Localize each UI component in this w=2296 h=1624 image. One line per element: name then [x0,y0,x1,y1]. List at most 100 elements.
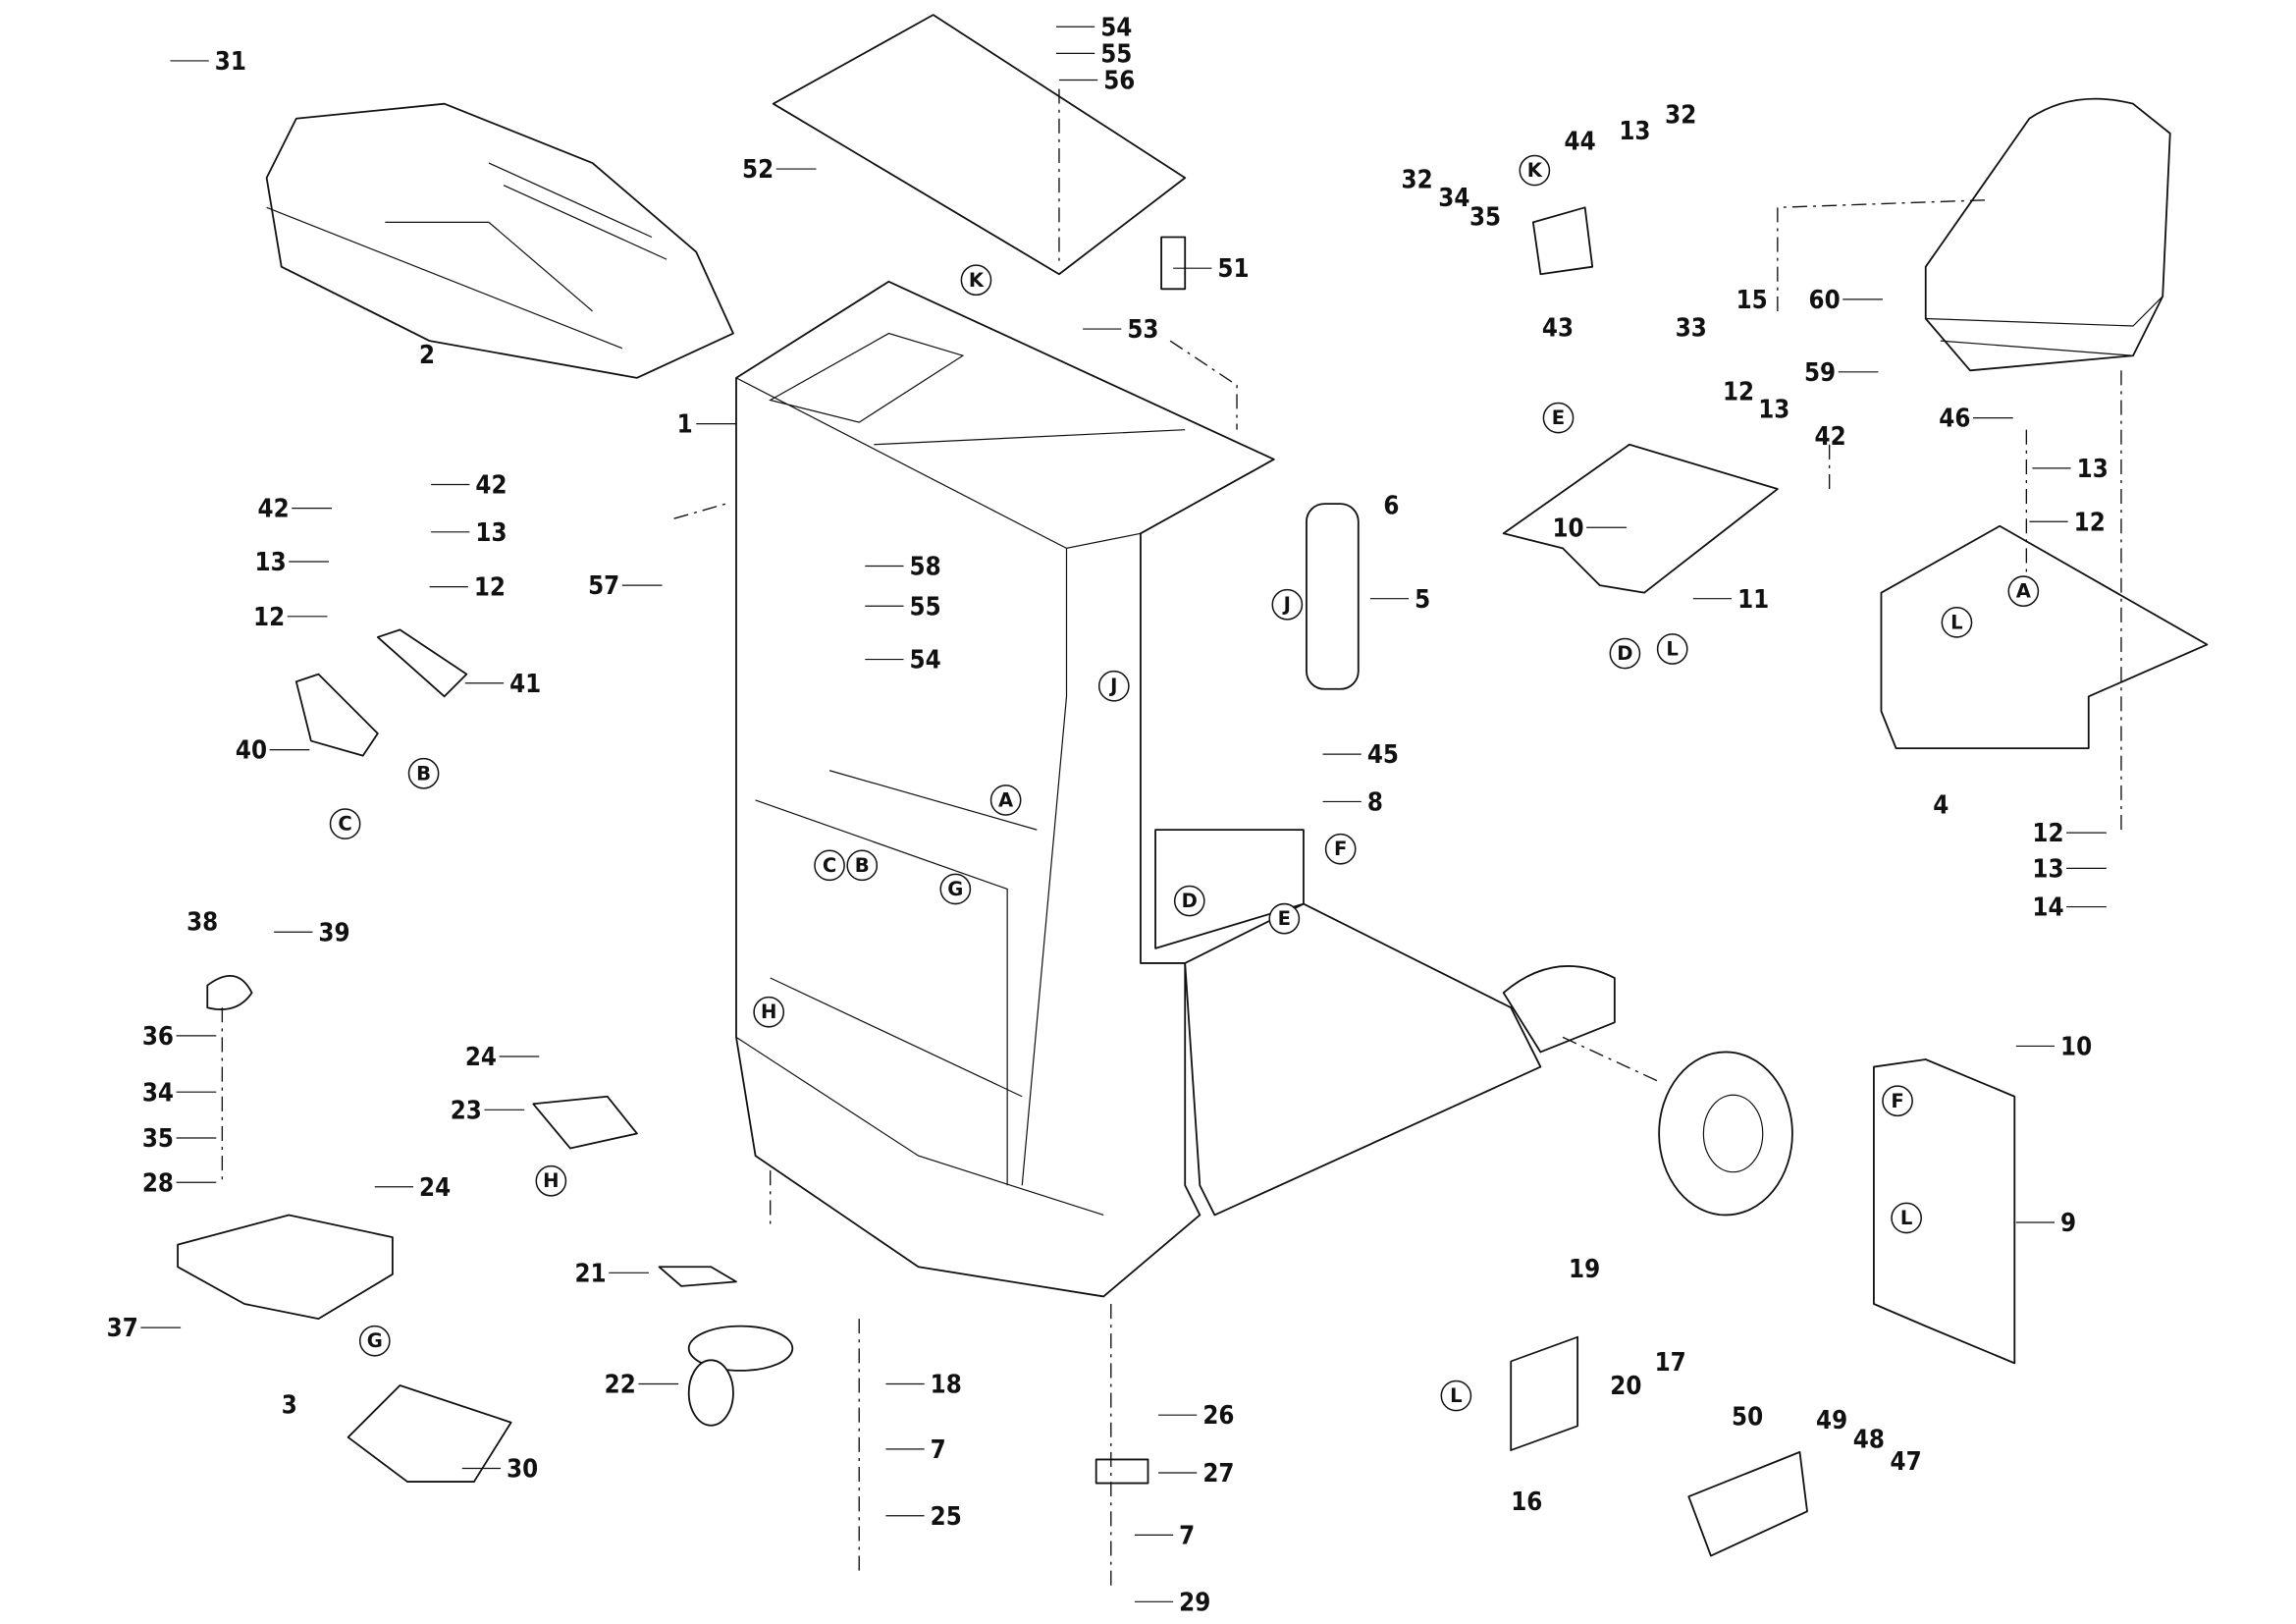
marker-circle [814,849,845,882]
marker-circle [753,996,785,1028]
callout-45: 45 [1322,740,1399,770]
callout-21: 21 [575,1259,649,1288]
reference-marker-L: L [1891,1202,1922,1234]
callout-57: 57 [588,571,663,601]
part-number-label: 22 [605,1371,636,1400]
callout-25: 25 [885,1502,962,1532]
marker-letter: H [761,1001,776,1023]
part-number-label: 30 [507,1455,538,1485]
callout-13: 13 [2032,455,2109,484]
part-number-label: 8 [1367,787,1383,817]
callout-2: 2 [419,341,435,370]
horn-switch [206,975,253,1010]
mount-plate [658,1266,737,1287]
caster-wheel [687,1325,794,1427]
part-number-label: 13 [255,548,287,577]
part-number-label: 35 [142,1124,174,1154]
part-number-label: 55 [1100,39,1132,69]
reference-marker-L: L [1656,633,1688,665]
armrest-pad [1531,206,1594,276]
part-number-label: 29 [1179,1588,1210,1617]
marker-circle [1271,588,1304,621]
callout-42: 42 [258,495,333,524]
marker-circle [1097,670,1130,702]
callout-1: 1 [677,410,736,440]
part-number-label: 12 [474,573,506,603]
callout-33: 33 [1676,314,1707,344]
part-number-label: 23 [451,1096,482,1125]
reference-marker-K: K [960,264,992,297]
callout-46: 46 [1939,405,2013,434]
part-number-label: 56 [1103,67,1135,96]
callout-14: 14 [2032,893,2107,923]
callout-59: 59 [1804,358,1879,388]
marker-circle [358,1325,391,1357]
reference-marker-H: H [753,996,785,1028]
floor-mat [347,1384,512,1483]
callout-29: 29 [1134,1588,1210,1617]
callout-13: 13 [431,518,507,548]
marker-circle [1324,833,1357,865]
reference-marker-L: L [1440,1380,1472,1412]
reference-marker-C: C [814,849,845,882]
marker-circle [1268,902,1301,935]
part-number-label: 32 [1665,100,1696,130]
marker-circle [1656,633,1688,665]
part-number-label: 54 [910,646,941,676]
reference-marker-K: K [1519,154,1551,187]
callout-12: 12 [2032,819,2107,848]
callout-38: 38 [187,908,218,938]
part-number-label: 47 [1891,1447,1922,1477]
reference-marker-E: E [1268,902,1301,935]
marker-letter: E [1278,907,1291,930]
part-number-label: 27 [1202,1459,1234,1489]
part-number-label: 1 [677,410,693,440]
marker-circle [2007,575,2040,607]
callout-10: 10 [2015,1032,2092,1061]
callout-27: 27 [1158,1459,1234,1489]
callout-40: 40 [236,736,310,766]
marker-letter: K [969,269,985,292]
part-number-label: 13 [1758,396,1789,425]
part-number-label: 19 [1569,1255,1600,1284]
marker-letter: A [998,788,1014,811]
marker-circle [535,1164,567,1197]
callout-20: 20 [1610,1372,1641,1401]
marker-circle [1941,606,1973,638]
marker-circle [939,873,972,905]
callout-37: 37 [107,1314,182,1343]
assembly-centerlines [221,88,2122,1586]
part-number-label: 18 [931,1371,962,1400]
part-number-label: 54 [1100,13,1132,42]
callout-9: 9 [2015,1209,2076,1238]
callout-50: 50 [1732,1403,1763,1433]
callout-53: 53 [1083,315,1158,345]
side-panel [1873,1058,2016,1365]
marker-letter: D [1617,642,1632,665]
callout-12: 12 [1723,377,1754,406]
part-number-label: 45 [1367,740,1399,770]
callout-32: 32 [1665,100,1696,130]
callout-28: 28 [142,1168,217,1198]
reference-marker-G: G [939,873,972,905]
drive-wheel [1658,1051,1793,1217]
part-number-label: 7 [931,1435,946,1465]
controller-module [1687,1450,1808,1557]
callout-18: 18 [885,1371,962,1400]
part-number-label: 5 [1415,585,1430,615]
part-number-label: 42 [258,495,290,524]
callout-7: 7 [885,1435,946,1465]
marker-letter: D [1182,890,1198,912]
callout-12: 12 [429,573,506,603]
callout-35: 35 [142,1124,217,1154]
part-number-label: 2 [419,341,435,370]
part-number-label: 33 [1676,314,1707,344]
part-number-label: 57 [588,571,619,601]
part-number-label: 12 [2074,508,2106,537]
marker-circle [989,785,1022,816]
seat-box [1880,524,2209,750]
part-number-label: 6 [1383,492,1399,521]
callout-56: 56 [1058,67,1135,96]
callout-55: 55 [865,592,941,622]
